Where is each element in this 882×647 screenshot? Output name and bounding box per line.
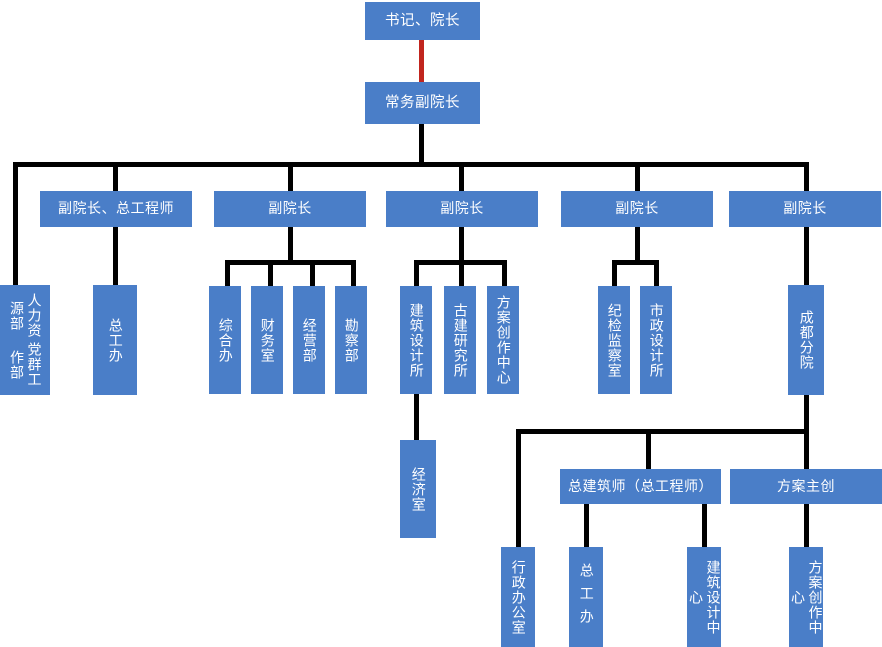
node-deputy-president-5[interactable]: 副院长	[729, 191, 881, 227]
node-label-hr-department: 人力资源部	[9, 293, 43, 338]
connector-drop-groupb-4	[351, 260, 356, 286]
connector-drop-level2-2	[288, 162, 293, 191]
connector-groupb-bus	[225, 260, 356, 265]
connector-drop-groupc-2	[459, 260, 464, 286]
node-root-secretary-president[interactable]: 书记、院长	[365, 2, 480, 40]
connector-drop-level2-1	[113, 162, 118, 191]
node-branch-scheme-creation-center[interactable]: 方案创作中心	[789, 547, 824, 647]
node-chief-engineer-office[interactable]: 总工办	[93, 285, 137, 395]
node-architectural-design-institute[interactable]: 建筑设计所	[400, 286, 432, 394]
connector-root-to-standing-deputy	[419, 38, 424, 82]
node-deputy-president-2[interactable]: 副院长	[214, 191, 366, 227]
connector-drop-groupb-1	[225, 260, 230, 286]
connector-drop-groupc-3	[502, 260, 507, 286]
connector-drop-groupd-2	[654, 260, 659, 286]
node-chengdu-branch[interactable]: 成都分院	[788, 285, 824, 395]
connector-level2-bus	[13, 162, 809, 167]
connector-drop-groupc-1	[414, 260, 419, 286]
connector-drop-groupb-2	[268, 260, 273, 286]
node-chief-architect[interactable]: 总建筑师（总工程师）	[560, 469, 721, 504]
connector-arch-to-economics	[414, 394, 419, 440]
connector-deputy1-to-ceo-office	[113, 226, 118, 285]
connector-drop-groupd-1	[612, 260, 617, 286]
connector-deputy2-down	[288, 226, 293, 262]
connector-scheme-lead-to-center	[804, 504, 809, 547]
connector-drop-level2-3	[459, 162, 464, 191]
connector-chief-architect-to-ceo-office	[584, 504, 589, 547]
connector-drop-hr-party	[13, 162, 18, 285]
node-discipline-inspection-office[interactable]: 纪检监察室	[598, 286, 630, 394]
node-municipal-design-institute[interactable]: 市政设计所	[640, 286, 672, 394]
connector-branch-bus	[516, 429, 809, 434]
connector-drop-level2-4	[635, 162, 640, 191]
connector-branch-down	[804, 394, 809, 434]
hr-party-columns: 人力资源部 党群工作部	[8, 291, 43, 389]
connector-standing-deputy-down	[419, 124, 424, 165]
node-deputy-president-chief-engineer[interactable]: 副院长、总工程师	[40, 191, 192, 227]
node-deputy-president-3[interactable]: 副院长	[386, 191, 538, 227]
connector-drop-level2-5	[804, 162, 809, 191]
connector-deputy5-to-branch	[804, 226, 809, 285]
node-economics-office[interactable]: 经济室	[400, 440, 436, 538]
node-finance-office[interactable]: 财务室	[251, 286, 283, 394]
node-architectural-design-center[interactable]: 建筑设计中心	[687, 547, 722, 647]
node-operations-department[interactable]: 经营部	[293, 286, 325, 394]
node-survey-department[interactable]: 勘察部	[335, 286, 367, 394]
connector-deputy4-down	[635, 226, 640, 262]
connector-groupd-bus	[612, 260, 659, 265]
node-general-affairs-office[interactable]: 综合办	[209, 286, 241, 394]
node-branch-chief-engineer-office[interactable]: 总工办	[569, 547, 603, 647]
node-ancient-architecture-research-institute[interactable]: 古建研究所	[444, 286, 476, 394]
node-scheme-lead[interactable]: 方案主创	[730, 469, 882, 504]
connector-drop-branch-admin	[516, 429, 521, 547]
connector-deputy3-down	[459, 226, 464, 262]
node-standing-deputy-president[interactable]: 常务副院长	[365, 82, 480, 124]
node-label-party-affairs-department: 党群工作部	[9, 342, 43, 387]
node-administrative-office[interactable]: 行政办公室	[501, 547, 535, 647]
node-deputy-president-4[interactable]: 副院长	[561, 191, 713, 227]
connector-drop-groupb-3	[310, 260, 315, 286]
connector-chief-architect-to-arch-center	[702, 504, 707, 547]
connector-drop-branch-scheme-lead	[804, 429, 809, 469]
node-scheme-creation-center[interactable]: 方案创作中心	[487, 286, 519, 394]
node-hr-and-party-affairs[interactable]: 人力资源部 党群工作部	[0, 285, 50, 395]
connector-drop-branch-chief-architect	[646, 429, 651, 469]
